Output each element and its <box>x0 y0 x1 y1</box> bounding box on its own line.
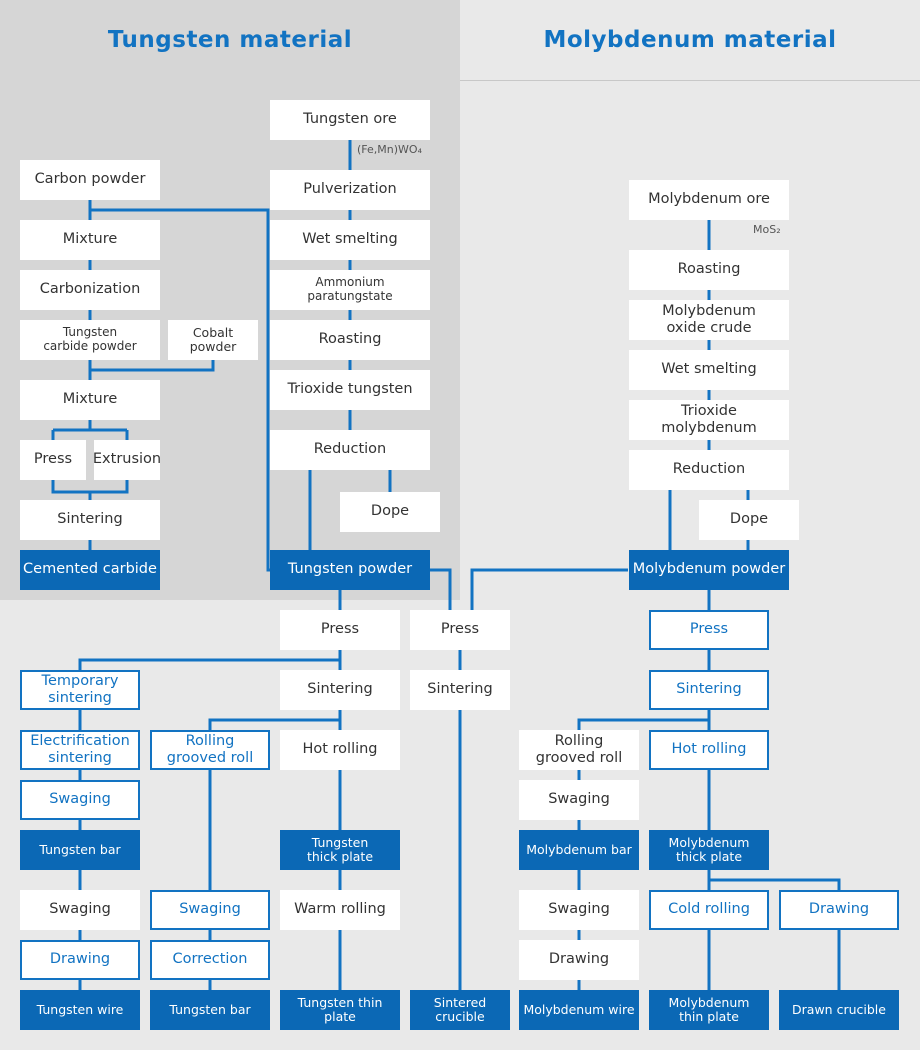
header-divider <box>460 80 920 81</box>
molybdenum-hot-rolling-box: Hot rolling <box>649 730 769 770</box>
tungsten-drawing-box: Drawing <box>20 940 140 980</box>
extrusion-box: Extrusion <box>93 440 161 480</box>
carbonization-box: Carbonization <box>20 270 160 310</box>
molybdenum-dope-box: Dope <box>699 500 799 540</box>
crucible-sintering-box: Sintering <box>410 670 510 710</box>
tungsten-material-header: Tungsten material <box>107 27 353 53</box>
molybdenum-ore-box: Molybdenum ore <box>629 180 789 220</box>
tungsten-wire-box: Tungsten wire <box>20 990 140 1030</box>
tungsten-press-box: Press <box>280 610 400 650</box>
molybdenum-reduction-box: Reduction <box>629 450 789 490</box>
molybdenum-swaging-box-2: Swaging <box>519 890 639 930</box>
molybdenum-oxide-crude-box: Molybdenum oxide crude <box>629 300 789 340</box>
molybdenum-swaging-box-1: Swaging <box>519 780 639 820</box>
drawn-crucible-box: Drawn crucible <box>779 990 899 1030</box>
tungsten-roasting-box: Roasting <box>270 320 430 360</box>
correction-box: Correction <box>150 940 270 980</box>
cobalt-powder-box: Cobalt powder <box>168 320 258 360</box>
molybdenum-ore-formula: MoS₂ <box>753 223 781 236</box>
tungsten-swaging-box-3: Swaging <box>150 890 270 930</box>
tungsten-rolling-grooved-roll-box: Rolling grooved roll <box>150 730 270 770</box>
tungsten-thick-plate-box: Tungsten thick plate <box>280 830 400 870</box>
tungsten-ore-box: Tungsten ore <box>270 100 430 140</box>
carbon-powder-box: Carbon powder <box>20 160 160 200</box>
tungsten-bar-box-1: Tungsten bar <box>20 830 140 870</box>
sintered-crucible-box: Sintered crucible <box>410 990 510 1030</box>
temporary-sintering-box: Temporary sintering <box>20 670 140 710</box>
molybdenum-wire-box: Molybdenum wire <box>519 990 639 1030</box>
electrification-sintering-box: Electrification sintering <box>20 730 140 770</box>
tungsten-wet-smelting-box: Wet smelting <box>270 220 430 260</box>
molybdenum-bar-box: Molybdenum bar <box>519 830 639 870</box>
warm-rolling-box: Warm rolling <box>280 890 400 930</box>
tungsten-carbide-powder-box: Tungsten carbide powder <box>20 320 160 360</box>
cold-rolling-box: Cold rolling <box>649 890 769 930</box>
molybdenum-drawing-box-1: Drawing <box>779 890 899 930</box>
molybdenum-sintering-box: Sintering <box>649 670 769 710</box>
tungsten-powder-box: Tungsten powder <box>270 550 430 590</box>
tungsten-thin-plate-box: Tungsten thin plate <box>280 990 400 1030</box>
molybdenum-material-header: Molybdenum material <box>543 27 837 53</box>
molybdenum-rolling-grooved-roll-box: Rolling grooved roll <box>519 730 639 770</box>
molybdenum-press-box: Press <box>649 610 769 650</box>
pulverization-box: Pulverization <box>270 170 430 210</box>
molybdenum-wet-smelting-box: Wet smelting <box>629 350 789 390</box>
tungsten-reduction-box: Reduction <box>270 430 430 470</box>
trioxide-molybdenum-box: Trioxide molybdenum <box>629 400 789 440</box>
carbide-press-box: Press <box>20 440 86 480</box>
ammonium-paratungstate-box: Ammonium paratungstate <box>270 270 430 310</box>
molybdenum-roasting-box: Roasting <box>629 250 789 290</box>
carbide-sintering-box: Sintering <box>20 500 160 540</box>
tungsten-hot-rolling-box: Hot rolling <box>280 730 400 770</box>
tungsten-dope-box: Dope <box>340 492 440 532</box>
tungsten-bar-box-2: Tungsten bar <box>150 990 270 1030</box>
trioxide-tungsten-box: Trioxide tungsten <box>270 370 430 410</box>
tungsten-swaging-box-1: Swaging <box>20 780 140 820</box>
tungsten-sintering-box: Sintering <box>280 670 400 710</box>
mixture-box-2: Mixture <box>20 380 160 420</box>
cemented-carbide-box: Cemented carbide <box>20 550 160 590</box>
molybdenum-drawing-box-2: Drawing <box>519 940 639 980</box>
crucible-press-box: Press <box>410 610 510 650</box>
mixture-box-1: Mixture <box>20 220 160 260</box>
molybdenum-powder-box: Molybdenum powder <box>629 550 789 590</box>
molybdenum-thin-plate-box: Molybdenum thin plate <box>649 990 769 1030</box>
molybdenum-thick-plate-box: Molybdenum thick plate <box>649 830 769 870</box>
tungsten-ore-formula: (Fe,Mn)WO₄ <box>357 143 422 156</box>
tungsten-swaging-box-2: Swaging <box>20 890 140 930</box>
